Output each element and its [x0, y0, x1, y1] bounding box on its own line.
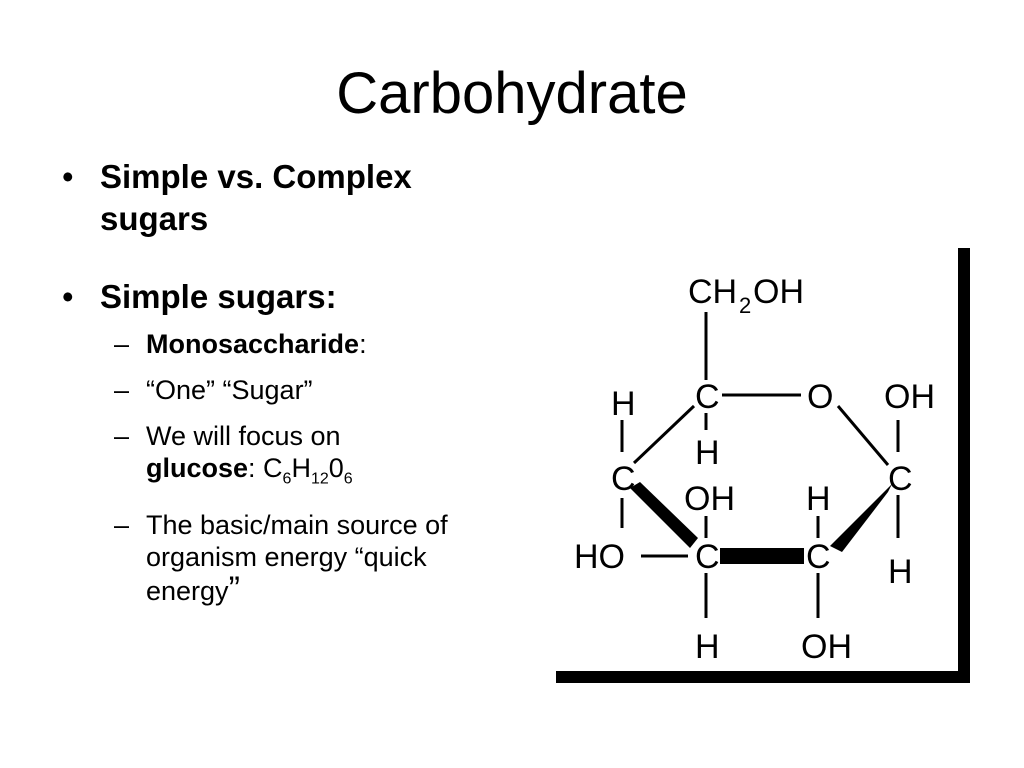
glucose-term: glucose: [146, 453, 249, 483]
h-c2-top: H: [806, 480, 831, 518]
bullet-simple-sugars: • Simple sugars:: [62, 276, 522, 318]
dash-symbol: –: [114, 375, 130, 405]
energy-close-quote: ”: [228, 570, 240, 609]
monosaccharide-colon: :: [359, 329, 367, 359]
bullet-simple-vs-complex: • Simple vs. Complex sugars: [62, 156, 522, 240]
bold-bond-bottom: [720, 548, 804, 564]
bullet-symbol: •: [62, 158, 74, 195]
ho-left: HO: [574, 538, 625, 576]
formula-sub-12: 12: [310, 470, 329, 488]
bullet-symbol: •: [62, 278, 74, 315]
energy-text: The basic/main source of organism energy…: [146, 510, 448, 607]
h-c3-bottom: H: [695, 628, 720, 666]
diagram-frame: [556, 248, 970, 683]
ring-carbon-c1: C: [888, 460, 913, 498]
bullet-text: Simple sugars:: [100, 278, 337, 315]
subbullet-one-sugar: – “One” “Sugar”: [62, 374, 522, 406]
ch2oh-sub2: 2: [739, 293, 751, 318]
wedge-bond-right: [830, 484, 892, 552]
ring-carbon-c3: C: [695, 538, 720, 576]
slide-title: Carbohydrate: [336, 61, 688, 126]
ch2oh-oh: OH: [753, 273, 804, 311]
dash-symbol: –: [114, 421, 130, 451]
subbullet-monosaccharide: – Monosaccharide:: [62, 328, 522, 360]
oh-c2-bottom: OH: [801, 628, 852, 666]
focus-text: We will focus on: [146, 421, 341, 451]
formula-colon-c: : C: [248, 453, 283, 483]
one-sugar-text: “One” “Sugar”: [146, 375, 313, 405]
formula-sub-6: 6: [282, 470, 292, 488]
dash-symbol: –: [114, 510, 130, 541]
formula-sub-6b: 6: [343, 470, 353, 488]
formula-zero: 0: [328, 453, 344, 483]
dash-symbol: –: [114, 329, 130, 359]
h-left-top: H: [611, 385, 636, 423]
ring-carbon-c4: C: [611, 460, 636, 498]
ring-carbon-c5: C: [695, 378, 720, 416]
h-right-bottom: H: [888, 553, 913, 591]
ch2oh-ch: CH: [688, 273, 737, 311]
oh-c3-top: OH: [684, 480, 735, 518]
oh-right-top: OH: [884, 378, 935, 416]
bullet-list: • Simple vs. Complex sugars • Simple sug…: [62, 156, 522, 607]
ring-oxygen: O: [807, 378, 833, 416]
bullet-text: Simple vs. Complex sugars: [100, 158, 412, 237]
subbullet-glucose: – We will focus on glucose: C6H1206: [62, 420, 522, 495]
glucose-structure-diagram: CH 2 OH C O C C C C H H OH OH H HO H H O…: [574, 273, 935, 666]
h-under-c5: H: [695, 434, 720, 472]
wedge-bond-left: [630, 482, 698, 548]
subbullet-energy: – The basic/main source of organism ener…: [62, 509, 522, 607]
monosaccharide-term: Monosaccharide: [146, 329, 360, 359]
ring-carbon-c2: C: [806, 538, 831, 576]
formula-h: H: [291, 453, 311, 483]
bond-lines: [620, 312, 900, 618]
